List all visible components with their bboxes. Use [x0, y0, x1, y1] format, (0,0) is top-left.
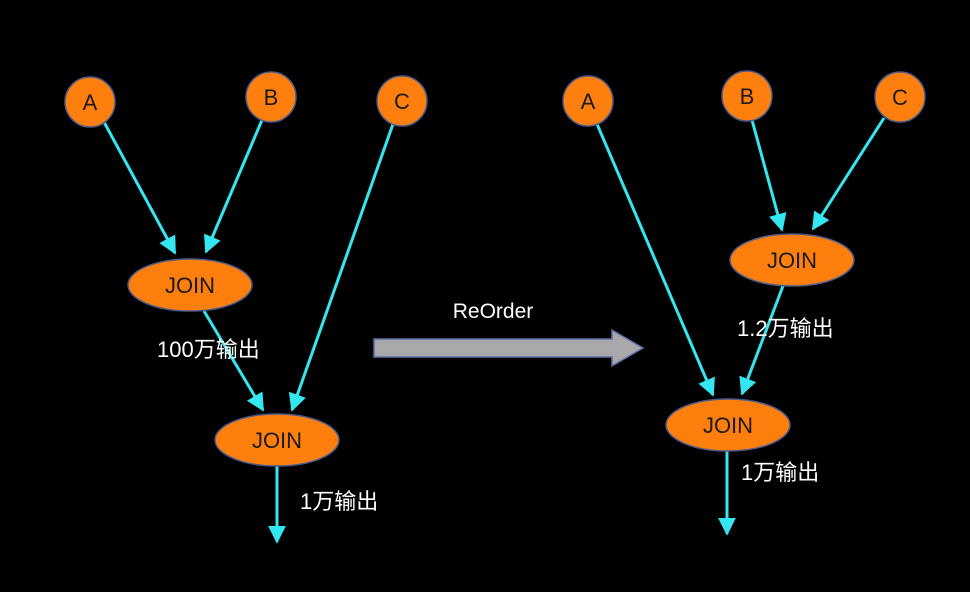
left-node-a: A: [64, 76, 116, 128]
left-node-b: B: [245, 71, 297, 123]
right-node-join2: JOIN: [665, 398, 791, 452]
left-edge-a-join1: [102, 121, 177, 255]
right-node-join1: JOIN: [729, 233, 855, 287]
right-node-b: B: [721, 70, 773, 122]
left-diagram: A B C JOIN JOIN 100万输出 1万输出: [64, 71, 428, 544]
right-join1-output-label: 1.2万输出: [737, 316, 834, 341]
left-node-c: C: [376, 75, 428, 127]
reorder-transition: ReOrder: [373, 300, 645, 368]
right-node-c-label: C: [892, 85, 908, 110]
left-node-b-label: B: [264, 85, 279, 110]
right-edge-c-join1: [811, 117, 886, 231]
reorder-arrow: [373, 328, 645, 368]
left-node-join2: JOIN: [214, 413, 340, 467]
left-edge-c-join2: [288, 123, 395, 412]
right-edge-b-join1: [750, 119, 787, 232]
reorder-label: ReOrder: [453, 300, 534, 323]
right-node-c: C: [874, 71, 926, 123]
right-diagram: A B C JOIN JOIN 1.2万输出 1万输出: [562, 70, 926, 536]
left-join1-output-label: 100万输出: [157, 337, 260, 362]
left-node-join1: JOIN: [127, 258, 253, 312]
right-node-join1-label: JOIN: [767, 248, 817, 273]
right-node-join2-label: JOIN: [703, 413, 753, 438]
right-edge-a-join2: [595, 123, 715, 397]
right-node-a-label: A: [581, 89, 596, 114]
left-node-c-label: C: [394, 89, 410, 114]
right-join2-output-label: 1万输出: [741, 460, 819, 485]
left-node-join2-label: JOIN: [252, 428, 302, 453]
right-edge-join1-join2: [739, 285, 785, 396]
left-edge-join1-join2: [202, 310, 265, 412]
right-node-a: A: [562, 75, 614, 127]
left-edge-b-join1: [204, 119, 264, 254]
right-node-b-label: B: [740, 84, 755, 109]
left-node-join1-label: JOIN: [165, 273, 215, 298]
left-node-a-label: A: [83, 90, 98, 115]
left-join2-output-label: 1万输出: [300, 489, 378, 514]
